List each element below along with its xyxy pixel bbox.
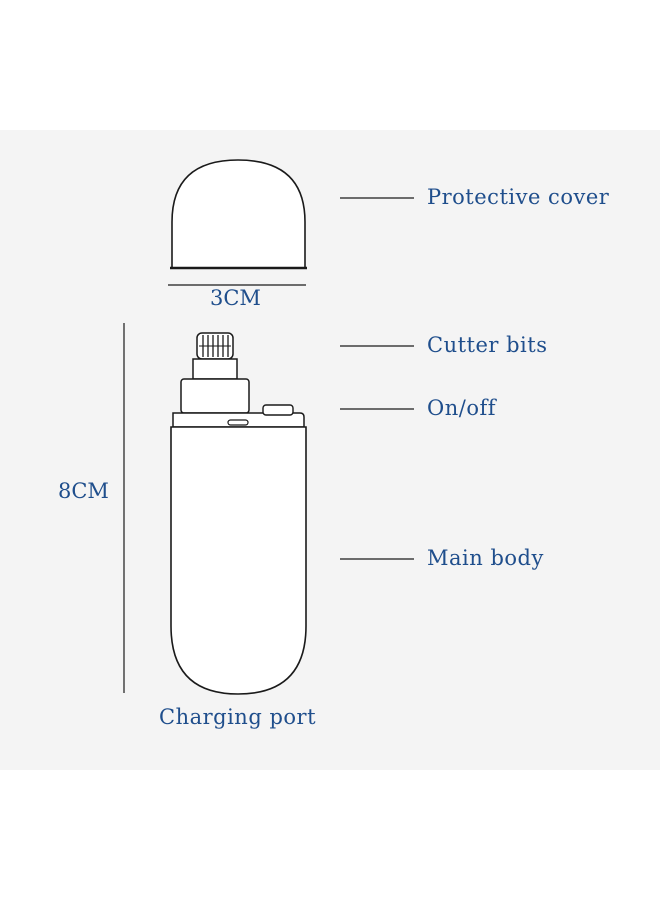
power-button-illustration bbox=[262, 404, 294, 416]
cutter-bits-label: Cutter bits bbox=[427, 333, 548, 357]
protective-cover-label: Protective cover bbox=[427, 185, 610, 209]
protective-cover-illustration bbox=[170, 159, 307, 270]
on-off-label: On/off bbox=[427, 396, 497, 420]
trimmer-illustration bbox=[170, 332, 307, 695]
width-dimension-label: 3CM bbox=[210, 286, 261, 310]
main-body-label: Main body bbox=[427, 546, 544, 570]
height-dimension-label: 8CM bbox=[58, 479, 109, 503]
charging-port-label: Charging port bbox=[159, 705, 317, 729]
diagram-panel bbox=[0, 130, 660, 770]
cutter-bits-illustration bbox=[192, 332, 238, 380]
